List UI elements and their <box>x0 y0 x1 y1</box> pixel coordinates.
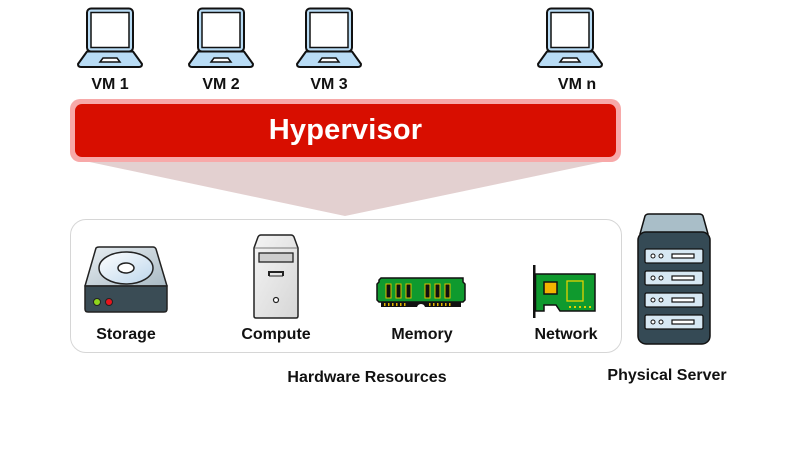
hypervisor-label: Hypervisor <box>268 114 423 146</box>
vm-3-laptop-icon <box>296 7 362 68</box>
vm-1-laptop-icon <box>77 7 143 68</box>
vm-3-label: VM 3 <box>310 76 348 93</box>
vm-2-label: VM 2 <box>202 76 240 93</box>
server-rack-icon <box>637 213 711 345</box>
vm-n-laptop-icon <box>537 7 603 68</box>
hard-drive-icon <box>84 246 168 313</box>
storage-label: Storage <box>96 326 156 343</box>
memory-label: Memory <box>391 326 453 343</box>
ram-module-icon <box>376 277 466 307</box>
network-card-icon <box>533 265 596 318</box>
vm-1-label: VM 1 <box>91 76 129 93</box>
compute-label: Compute <box>241 326 311 343</box>
vm-n-label: VM n <box>557 76 597 93</box>
hardware-resources-title: Hardware Resources <box>287 369 447 386</box>
hypervisor-bar: Hypervisor <box>75 104 616 157</box>
network-label: Network <box>534 326 598 343</box>
tower-pc-icon <box>253 234 299 319</box>
vm-2-laptop-icon <box>188 7 254 68</box>
physical-server-label: Physical Server <box>607 367 727 384</box>
